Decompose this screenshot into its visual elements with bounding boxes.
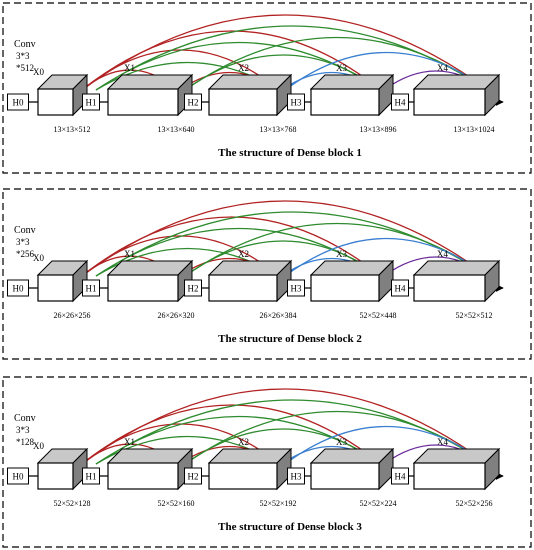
node-h0: H0 — [7, 467, 29, 485]
dim-label-2: 26×26×384 — [259, 311, 296, 320]
node-h3: H3 — [287, 467, 305, 485]
x-label-3: X3 — [336, 437, 347, 447]
x-label-2: X2 — [238, 63, 249, 73]
x-label-1: X1 — [124, 249, 135, 259]
svg-text:H1: H1 — [86, 472, 97, 482]
input-label: X0 — [33, 67, 44, 77]
dim-label-0: 13×13×512 — [53, 125, 90, 134]
svg-text:H0: H0 — [13, 98, 24, 108]
node-h2: H2 — [184, 93, 202, 111]
x-label-3: X3 — [336, 63, 347, 73]
x-label-4: X4 — [437, 249, 448, 259]
dense-block-3: Conv 3*3 *128 X0 H0 H1 H2 H3 H4 X1 X2 X3… — [2, 376, 532, 548]
feature-map-3 — [309, 259, 395, 303]
node-h1: H1 — [82, 93, 100, 111]
node-h3: H3 — [287, 279, 305, 297]
dim-label-1: 13×13×640 — [157, 125, 194, 134]
dim-label-2: 13×13×768 — [259, 125, 296, 134]
dim-label-0: 52×52×128 — [53, 499, 90, 508]
feature-map-3 — [309, 447, 395, 491]
x-label-4: X4 — [437, 437, 448, 447]
node-h1: H1 — [82, 279, 100, 297]
svg-text:H0: H0 — [13, 284, 24, 294]
feature-map-2 — [207, 447, 293, 491]
dim-label-4: 13×13×1024 — [453, 125, 494, 134]
node-h0: H0 — [7, 279, 29, 297]
block-frame — [2, 188, 532, 360]
svg-text:H2: H2 — [188, 284, 199, 294]
conv-label-line2: 3*3 — [16, 425, 30, 435]
svg-text:H3: H3 — [291, 472, 302, 482]
dim-label-4: 52×52×512 — [455, 311, 492, 320]
dim-label-4: 52×52×256 — [455, 499, 492, 508]
dim-label-2: 52×52×192 — [259, 499, 296, 508]
block-title: The structure of Dense block 3 — [218, 521, 362, 533]
input-label: X0 — [33, 441, 44, 451]
dense-block-2: Conv 3*3 *256 X0 H0 H1 H2 H3 H4 X1 X2 X3… — [2, 188, 532, 360]
node-h0: H0 — [7, 93, 29, 111]
svg-text:H2: H2 — [188, 98, 199, 108]
block-frame — [2, 376, 532, 548]
x-label-4: X4 — [437, 63, 448, 73]
node-h4: H4 — [391, 93, 409, 111]
conv-label-line3: *256 — [16, 249, 35, 259]
svg-text:H0: H0 — [13, 472, 24, 482]
dim-label-3: 13×13×896 — [359, 125, 396, 134]
x-label-2: X2 — [238, 437, 249, 447]
node-h2: H2 — [184, 467, 202, 485]
feature-map-2 — [207, 73, 293, 117]
svg-text:H4: H4 — [395, 98, 406, 108]
block-frame — [2, 2, 532, 174]
svg-text:H4: H4 — [395, 284, 406, 294]
feature-map-1 — [106, 73, 194, 117]
conv-label-line1: Conv — [14, 39, 36, 50]
dim-label-0: 26×26×256 — [53, 311, 90, 320]
conv-label-line2: 3*3 — [16, 51, 30, 61]
dim-label-1: 52×52×160 — [157, 499, 194, 508]
conv-label-line3: *512 — [16, 63, 34, 73]
svg-text:H4: H4 — [395, 472, 406, 482]
block-title: The structure of Dense block 2 — [218, 333, 362, 345]
svg-text:H1: H1 — [86, 284, 97, 294]
conv-label-line2: 3*3 — [16, 237, 30, 247]
conv-label-line1: Conv — [14, 225, 36, 236]
dim-label-1: 26×26×320 — [157, 311, 194, 320]
block-title: The structure of Dense block 1 — [218, 147, 362, 159]
dense-block-1: Conv 3*3 *512 X0 H0 H1 H2 H3 H4 X1 X2 X3… — [2, 2, 532, 174]
feature-map-4 — [412, 259, 501, 303]
feature-map-2 — [207, 259, 293, 303]
feature-map-1 — [106, 447, 194, 491]
feature-map-0 — [36, 73, 89, 117]
conv-label-line1: Conv — [14, 413, 36, 424]
dim-label-3: 52×52×224 — [359, 499, 396, 508]
dim-label-3: 52×52×448 — [359, 311, 396, 320]
feature-map-1 — [106, 259, 194, 303]
node-h1: H1 — [82, 467, 100, 485]
node-h4: H4 — [391, 279, 409, 297]
svg-text:H2: H2 — [188, 472, 199, 482]
feature-map-3 — [309, 73, 395, 117]
x-label-2: X2 — [238, 249, 249, 259]
feature-map-0 — [36, 259, 89, 303]
feature-map-4 — [412, 447, 501, 491]
node-h3: H3 — [287, 93, 305, 111]
feature-map-4 — [412, 73, 501, 117]
svg-text:H3: H3 — [291, 284, 302, 294]
svg-text:H1: H1 — [86, 98, 97, 108]
x-label-1: X1 — [124, 63, 135, 73]
feature-map-0 — [36, 447, 89, 491]
input-label: X0 — [33, 253, 44, 263]
svg-text:H3: H3 — [291, 98, 302, 108]
node-h2: H2 — [184, 279, 202, 297]
conv-label-line3: *128 — [16, 437, 35, 447]
node-h4: H4 — [391, 467, 409, 485]
x-label-1: X1 — [124, 437, 135, 447]
x-label-3: X3 — [336, 249, 347, 259]
